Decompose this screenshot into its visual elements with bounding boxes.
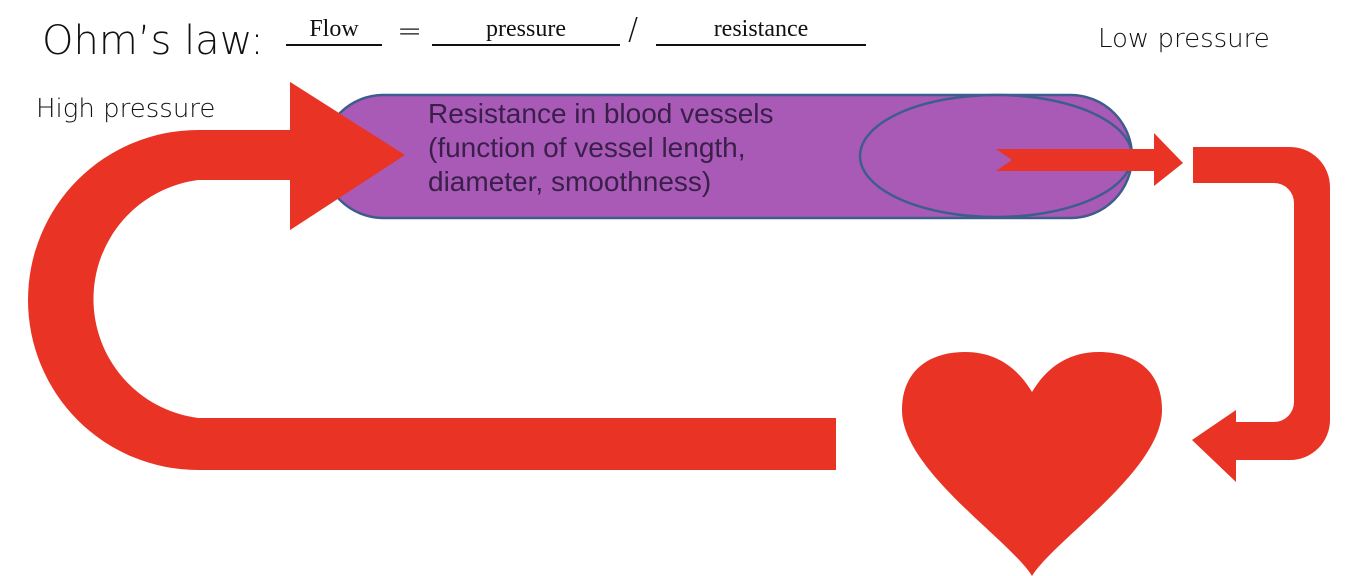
ohms-law-title: Ohm’s law: <box>42 18 264 64</box>
resistance-blank: resistance <box>656 14 866 46</box>
high-pressure-label: High pressure <box>36 94 216 124</box>
high-pressure-arrowhead-front <box>290 82 405 230</box>
vessel-text-line-2: (function of vessel length, <box>428 132 746 163</box>
right-loop-arrow <box>1192 147 1330 482</box>
vessel-text-line-3: diameter, smoothness) <box>428 166 712 197</box>
vessel-text-line-1: Resistance in blood vessels <box>428 98 774 129</box>
outflow-arrow <box>996 133 1183 186</box>
heart-icon <box>902 352 1162 576</box>
vessel-description: Resistance in blood vessels (function of… <box>428 97 774 199</box>
return-loop-band <box>28 130 836 470</box>
divide-sign: / <box>628 12 639 47</box>
equals-sign: = <box>397 14 423 49</box>
pressure-blank: pressure <box>432 14 620 46</box>
low-pressure-label: Low pressure <box>1098 24 1270 54</box>
flow-blank: Flow <box>286 14 382 46</box>
